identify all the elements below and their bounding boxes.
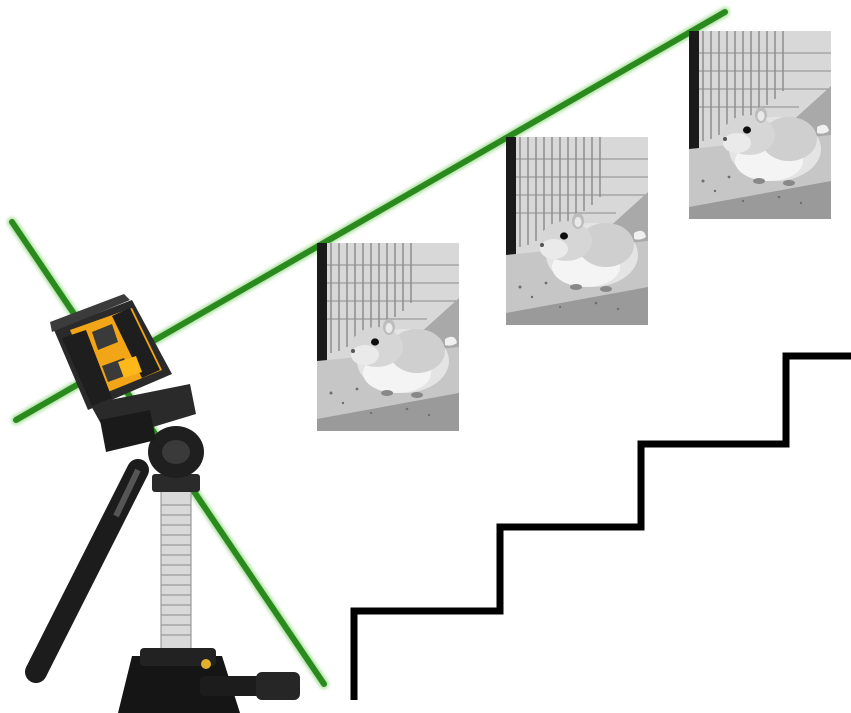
gerbil-photo-3 <box>689 31 831 219</box>
gerbil-photo-icon <box>317 243 459 431</box>
gerbil-photo-icon <box>689 31 831 219</box>
gerbil-photo-icon <box>506 137 648 325</box>
gerbil-photo-1 <box>317 243 459 431</box>
gerbil-photo-2 <box>506 137 648 325</box>
tripod-icon <box>36 426 300 713</box>
